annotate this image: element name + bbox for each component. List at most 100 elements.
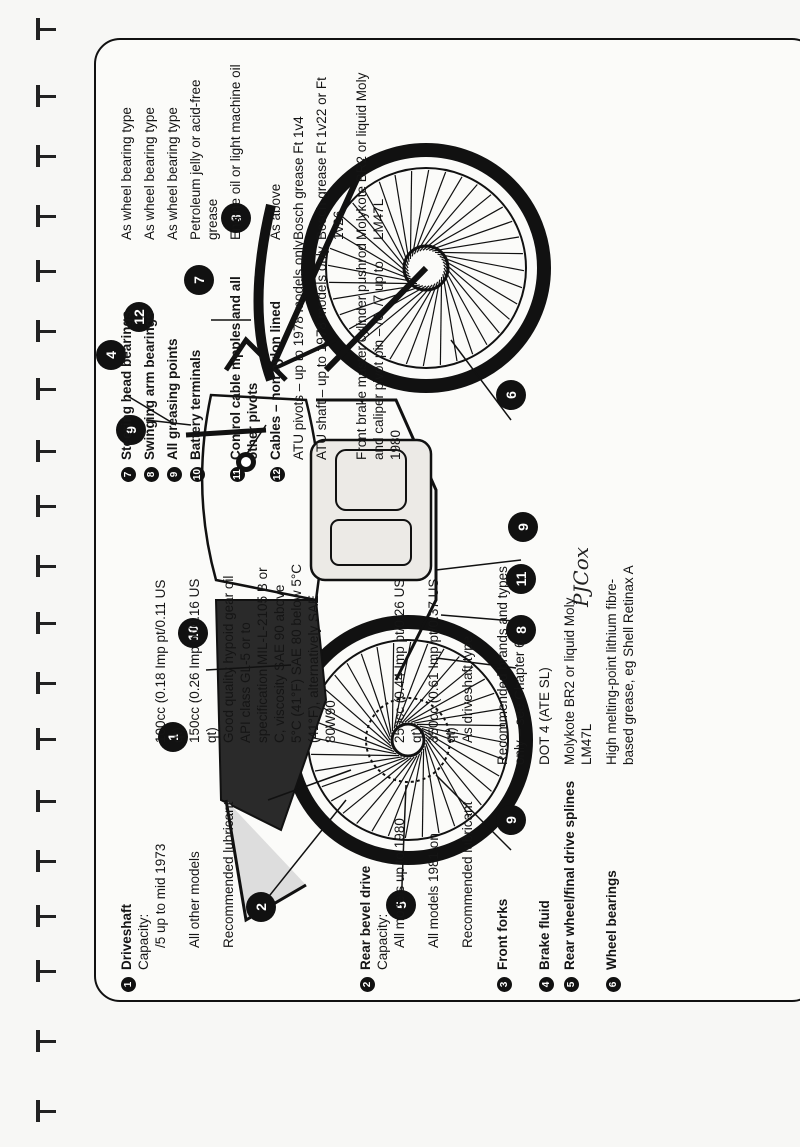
row-number: 11 xyxy=(227,460,245,482)
row-label: Recommended lubricant xyxy=(460,801,475,948)
wheel-spoke xyxy=(411,169,430,257)
binding-tick xyxy=(36,1110,56,1113)
row-value: Bosch grease Ft 1v4 xyxy=(291,116,306,240)
wheel-spoke xyxy=(346,662,391,741)
binding-tick xyxy=(36,860,56,863)
wheel-spoke xyxy=(405,281,439,365)
wheel-spoke xyxy=(421,727,505,761)
row-number xyxy=(290,460,307,482)
row-number-badge: 4 xyxy=(539,977,554,992)
binding-tick xyxy=(36,915,56,918)
row-number-badge: 6 xyxy=(606,977,621,992)
row-number-badge: 3 xyxy=(497,977,512,992)
row-number xyxy=(374,970,391,992)
row-number-badge: 8 xyxy=(144,467,159,482)
wheel-spoke xyxy=(424,733,492,792)
row-number-badge: 11 xyxy=(230,467,245,482)
wheel-spoke xyxy=(329,281,418,285)
wheel-spoke xyxy=(425,736,482,806)
wheel-spoke xyxy=(416,176,463,253)
row-number-badge: 12 xyxy=(270,467,285,482)
lubricant-row: Recommended lubricant As driveshaft type xyxy=(459,562,476,992)
wheel-spoke xyxy=(378,181,409,266)
row-number xyxy=(152,970,169,992)
binding-tick xyxy=(36,970,56,973)
row-value: Engine oil or light machine oil xyxy=(228,64,243,240)
row-label: Rear bevel drive xyxy=(358,865,373,970)
lubricant-row: Capacity: xyxy=(374,562,391,992)
row-number: 2 xyxy=(357,970,375,992)
row-number xyxy=(313,460,330,482)
lubricant-row: 12 Cables – non nylon lined As above xyxy=(267,52,285,482)
row-value: Bosch grease Ft 1v22 or Ft 1v26 xyxy=(314,77,346,240)
row-number: 6 xyxy=(603,970,621,992)
wheel-spoke xyxy=(356,756,415,824)
row-number-badge: 1 xyxy=(121,977,136,992)
row-number xyxy=(135,970,152,992)
wheel-spoke xyxy=(422,194,492,251)
row-value: Petroleum jelly or acid-free grease xyxy=(188,79,220,240)
row-value: As driveshaft type xyxy=(460,635,475,743)
wheel-spoke xyxy=(410,692,495,723)
wheel-spoke xyxy=(442,261,510,320)
wheel-spoke xyxy=(334,231,411,278)
wheel-spoke xyxy=(387,753,421,837)
row-label: ATU pivots – up to 1978 models only xyxy=(291,240,306,460)
wheel-spoke xyxy=(364,190,409,269)
row-number xyxy=(186,970,203,992)
row-number-badge: 9 xyxy=(167,467,182,482)
wheel-spoke xyxy=(327,264,415,283)
binding-tick xyxy=(36,155,56,158)
wheel-spoke xyxy=(329,247,413,281)
binding-tick xyxy=(36,682,56,685)
wheel-spoke xyxy=(419,184,478,252)
wheel-spoke xyxy=(404,751,423,839)
row-label: All other models xyxy=(187,851,202,948)
row-label: Battery terminals xyxy=(188,349,203,460)
row-label: Front brake master cylinder pushrod and … xyxy=(354,243,403,460)
wheel-spoke xyxy=(391,643,395,732)
row-value: As above xyxy=(268,183,283,240)
row-label: Cables – non nylon lined xyxy=(268,300,283,460)
row-value: As wheel bearing type xyxy=(142,107,157,240)
wheel-spoke xyxy=(374,284,433,352)
binding-tick xyxy=(36,388,56,391)
row-value: As wheel bearing type xyxy=(165,107,180,240)
wheel-spoke xyxy=(414,708,502,724)
wheel-spoke xyxy=(425,206,504,251)
wheel-spoke xyxy=(434,251,523,255)
wheel-spoke xyxy=(376,646,392,734)
wheel-spoke xyxy=(441,258,518,305)
row-value: 100cc (0.18 Imp pt/0.11 US qt) xyxy=(153,579,185,743)
wheel-spoke xyxy=(334,674,391,744)
lubricant-row: ATU shaft – up to 1978 models only Bosch … xyxy=(313,52,347,482)
row-number: 1 xyxy=(118,970,136,992)
wheel-spoke xyxy=(442,274,458,362)
wheel-spoke xyxy=(404,666,474,723)
row-number xyxy=(353,460,370,482)
wheel-spoke xyxy=(413,171,447,255)
binding-tick xyxy=(36,1040,56,1043)
wheel-spoke xyxy=(371,755,418,832)
wheel-spoke xyxy=(423,730,500,777)
wheel-spoke xyxy=(401,656,460,724)
row-label: Driveshaft xyxy=(119,903,134,970)
wheel-spoke xyxy=(360,653,391,738)
wheel-spoke xyxy=(352,202,409,272)
row-number: 9 xyxy=(164,460,182,482)
wheel-spoke xyxy=(439,255,523,289)
wheel-spoke xyxy=(443,270,474,355)
row-number: 7 xyxy=(118,460,136,482)
row-label: ATU shaft – up to 1978 models only xyxy=(314,246,329,460)
row-number: 12 xyxy=(267,460,285,482)
